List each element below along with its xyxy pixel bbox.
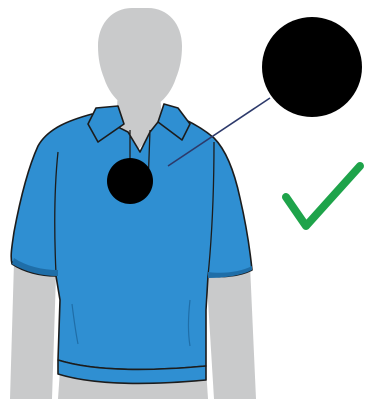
left-arm [10, 262, 56, 399]
right-arm [206, 265, 256, 399]
badge-magnified-icon [262, 17, 362, 117]
badge-dot-icon [107, 158, 153, 204]
checkmark-icon [286, 166, 360, 226]
